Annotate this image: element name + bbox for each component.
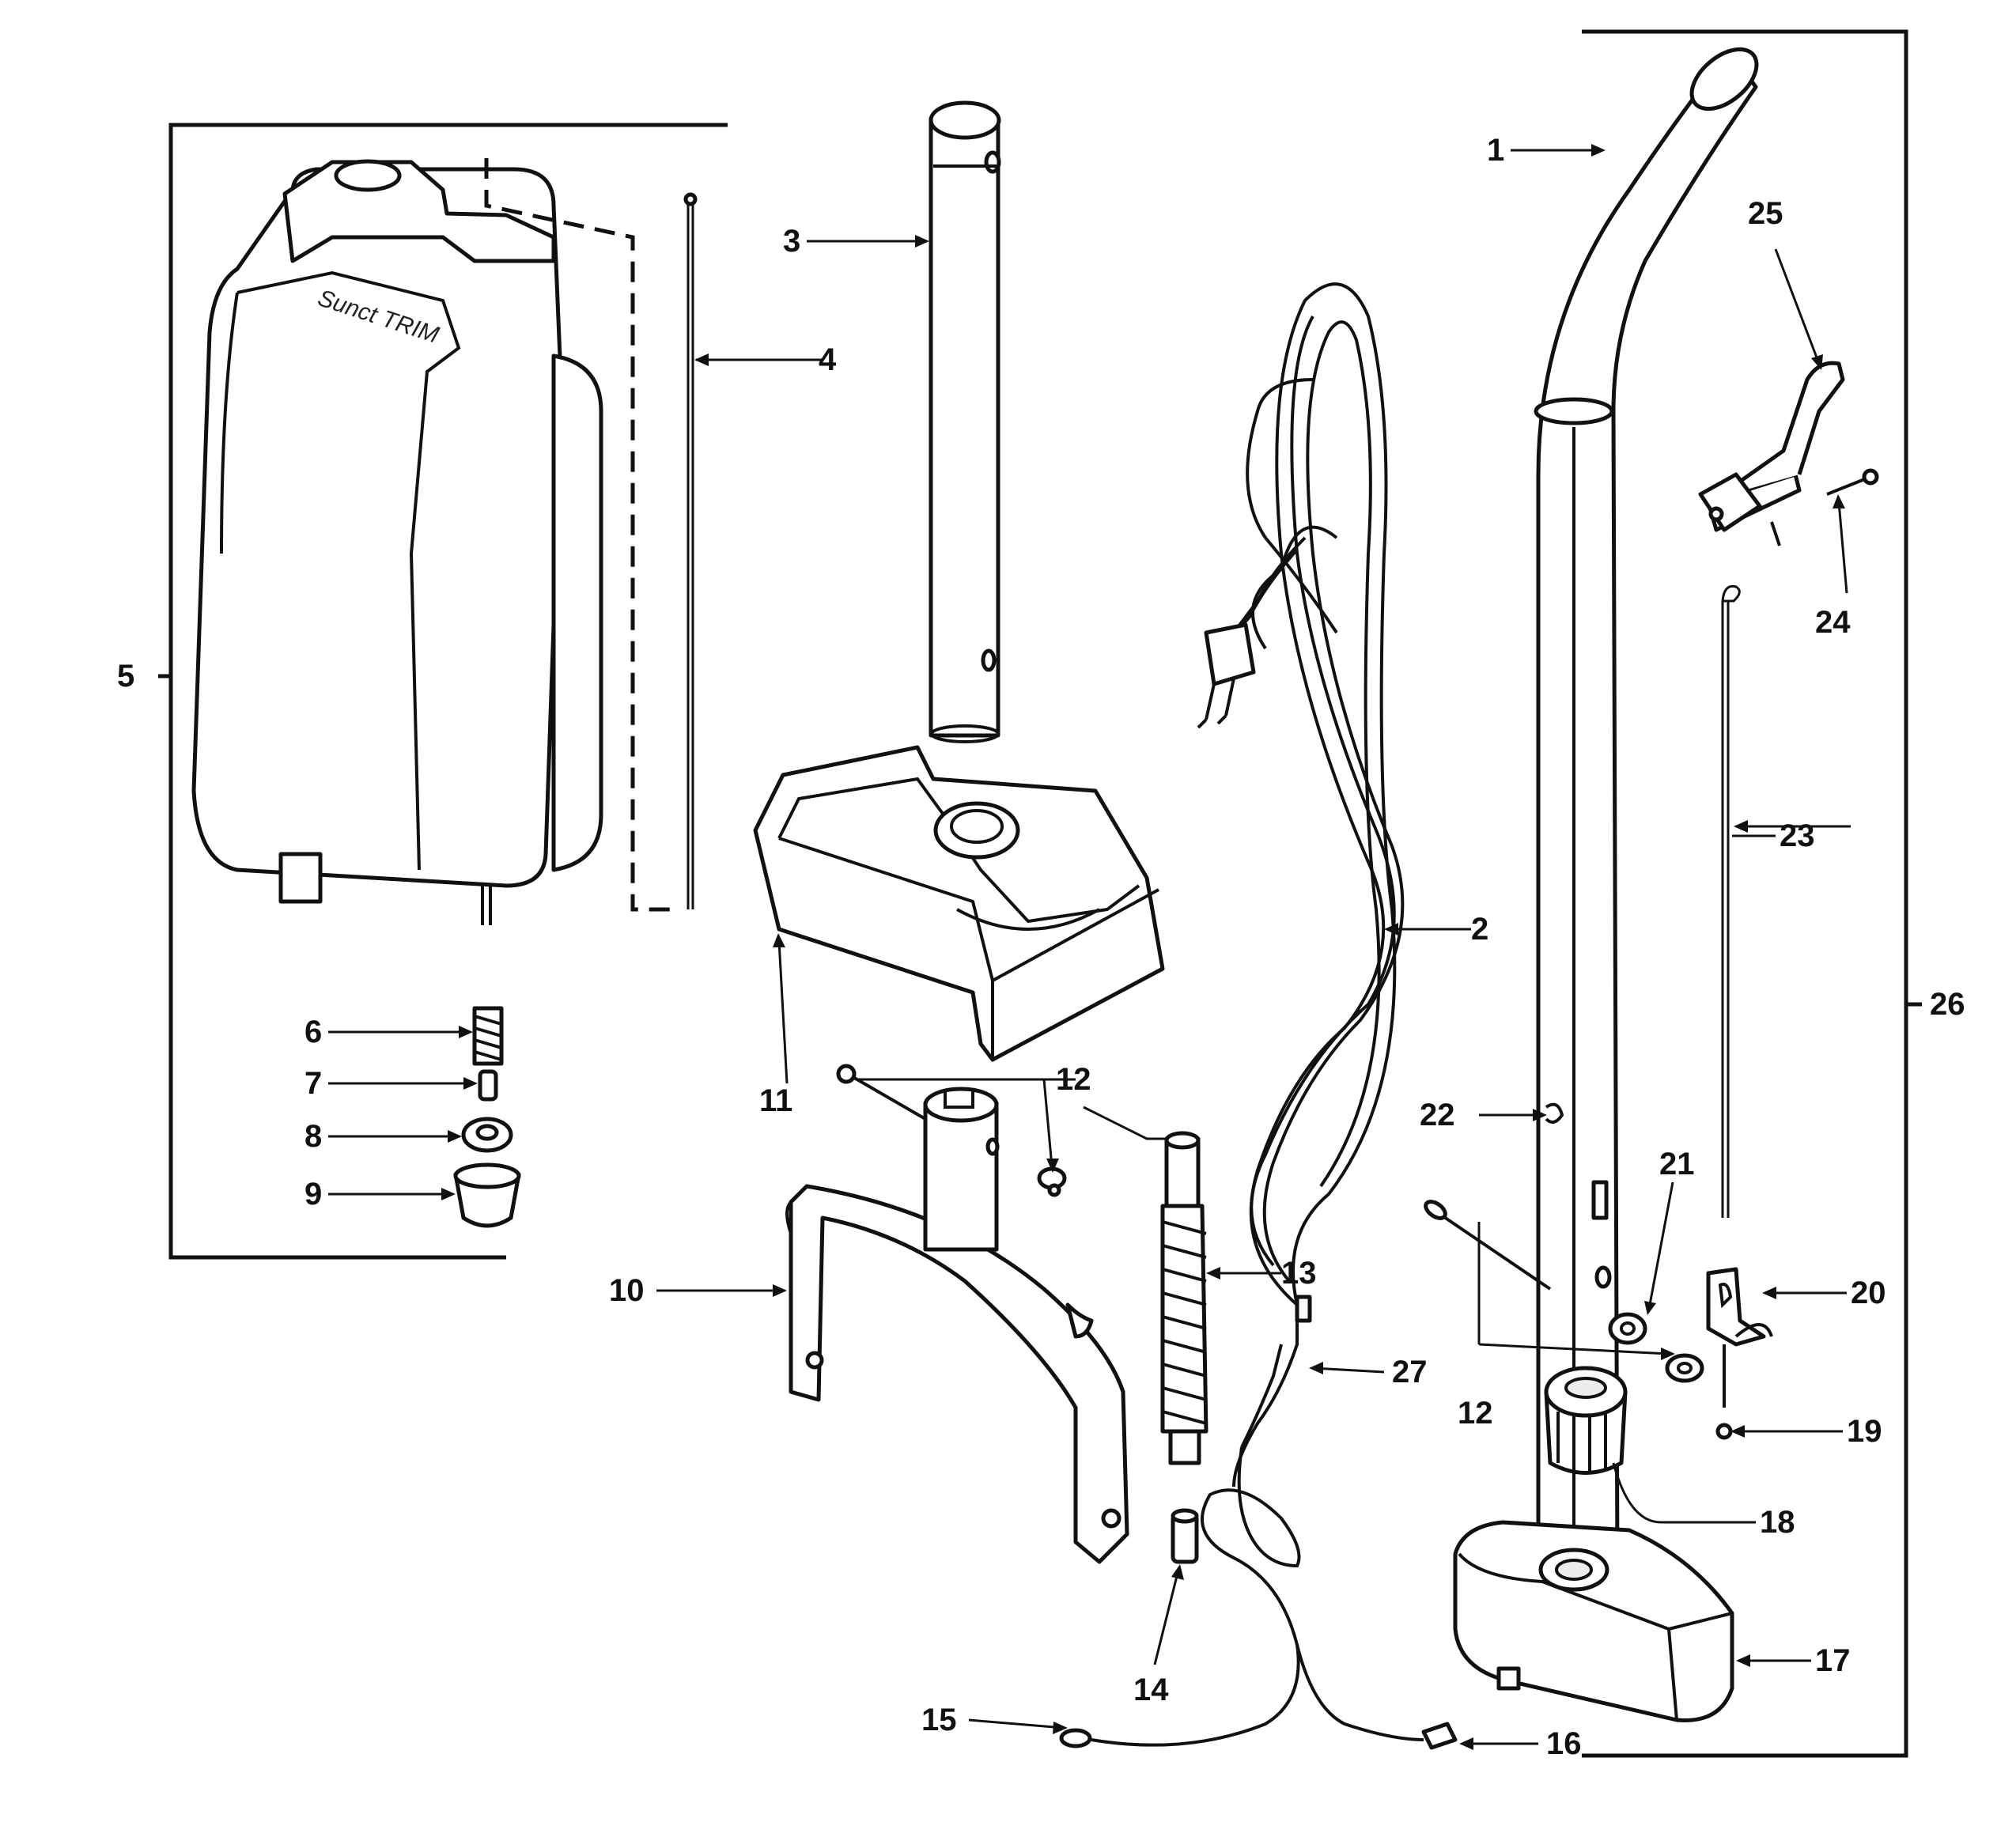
label-1: 1 xyxy=(1487,133,1504,168)
ferrule-14 xyxy=(1171,1508,1199,1564)
tray xyxy=(753,745,1165,1062)
part-labels: 1 2 3 4 5 6 7 8 9 10 11 12 13 14 15 16 1… xyxy=(117,133,1965,1761)
label-20: 20 xyxy=(1851,1276,1886,1310)
label-13: 13 xyxy=(1281,1256,1317,1291)
spring-13 xyxy=(1083,1106,1208,1465)
label-2: 2 xyxy=(1471,912,1488,947)
pin-7 xyxy=(478,1069,498,1102)
label-11: 11 xyxy=(759,1083,792,1118)
screw-12-lower xyxy=(1424,1200,1704,1383)
label-14: 14 xyxy=(1133,1673,1169,1707)
label-16: 16 xyxy=(1546,1726,1582,1761)
label-19: 19 xyxy=(1847,1414,1882,1449)
bracket-group-26 xyxy=(1582,29,1922,1758)
label-12-upper: 12 xyxy=(1056,1062,1091,1097)
nut-21 xyxy=(1608,1312,1647,1345)
leader-lines xyxy=(328,144,1851,1750)
label-9: 9 xyxy=(304,1177,322,1212)
rod xyxy=(683,192,698,909)
label-26: 26 xyxy=(1930,987,1965,1022)
label-5: 5 xyxy=(117,659,134,694)
knob-18 xyxy=(1544,1366,1628,1475)
screw-12-upper xyxy=(836,1064,1067,1197)
small-pin-24 xyxy=(1826,468,1879,496)
clamp-20 xyxy=(1706,1267,1773,1347)
lever-25 xyxy=(1698,361,1845,546)
washer-8 xyxy=(461,1117,513,1153)
label-23: 23 xyxy=(1780,818,1815,853)
label-8: 8 xyxy=(304,1119,322,1154)
dashed-guide-5 xyxy=(484,158,680,912)
label-6: 6 xyxy=(304,1015,322,1049)
cap-9 xyxy=(453,1162,521,1228)
upper-tube xyxy=(929,100,1001,743)
label-7: 7 xyxy=(304,1066,322,1101)
label-4: 4 xyxy=(819,342,837,377)
label-21: 21 xyxy=(1659,1147,1695,1181)
label-3: 3 xyxy=(783,224,800,259)
label-27: 27 xyxy=(1392,1355,1428,1389)
bracket-10 xyxy=(785,1087,1129,1564)
wire-rod-23 xyxy=(1721,584,1741,1218)
base-block-17 xyxy=(1453,1520,1734,1722)
power-cord xyxy=(1059,282,1458,1750)
rivet-19 xyxy=(1715,1344,1733,1440)
label-25: 25 xyxy=(1748,196,1783,231)
label-22: 22 xyxy=(1420,1098,1455,1132)
label-15: 15 xyxy=(921,1703,957,1737)
label-10: 10 xyxy=(609,1273,645,1308)
label-24: 24 xyxy=(1815,605,1851,640)
bag-housing: Sunct TRIM xyxy=(191,159,603,925)
label-12-lower: 12 xyxy=(1458,1396,1493,1431)
label-17: 17 xyxy=(1815,1643,1851,1678)
spring-6 xyxy=(472,1006,504,1066)
bracket-group-5 xyxy=(158,123,728,1260)
label-18: 18 xyxy=(1760,1505,1795,1540)
